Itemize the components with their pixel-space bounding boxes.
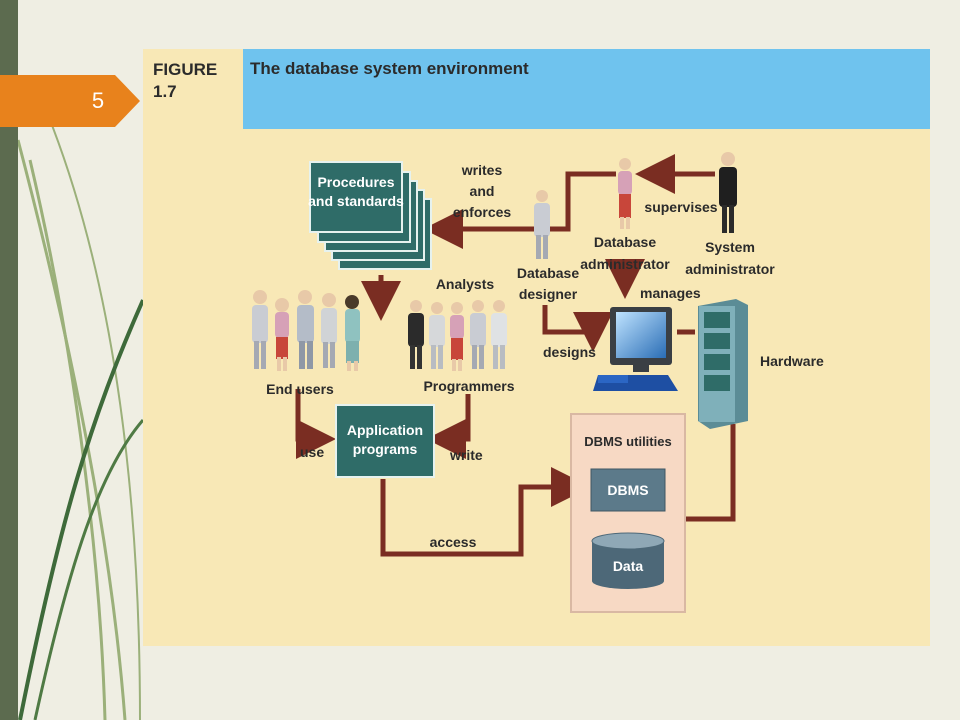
figure-title: The database system environment xyxy=(250,59,529,78)
dba-label-line2: administrator xyxy=(580,256,670,272)
edge-label-use: use xyxy=(300,444,324,460)
procedures-label-line2: and standards xyxy=(308,193,404,209)
edge-label-manages: manages xyxy=(640,285,701,301)
figure-label-line1: FIGURE xyxy=(153,60,217,79)
analysts-programmers-group xyxy=(408,300,507,371)
application-label-line2: programs xyxy=(353,441,418,457)
arrow-designs xyxy=(542,305,613,352)
database-environment-figure: FIGURE 1.7 The database system environme… xyxy=(143,49,930,646)
data-label: Data xyxy=(613,558,644,574)
figure-label-box xyxy=(143,49,243,129)
edge-label-writes: writes xyxy=(461,162,503,178)
database-designer-figure xyxy=(534,190,550,259)
edge-label-designs: designs xyxy=(543,344,596,360)
end-users-group xyxy=(252,290,360,371)
link-hardware-dbms xyxy=(685,424,736,522)
arrow-writes-enforces xyxy=(423,171,616,249)
programmers-label: Programmers xyxy=(423,378,514,394)
designer-label-line2: designer xyxy=(519,286,578,302)
sysadmin-label-line1: System xyxy=(705,239,755,255)
arrow-write xyxy=(426,394,471,459)
dbms-utilities-label: DBMS utilities xyxy=(584,434,671,449)
arrow-access xyxy=(380,467,591,557)
edge-label-and: and xyxy=(470,183,495,199)
application-programs-box xyxy=(335,404,435,478)
figure-body xyxy=(143,49,930,646)
slide-number-tab xyxy=(0,75,140,127)
arrow-use xyxy=(295,389,336,459)
dba-label-line1: Database xyxy=(594,234,656,250)
edge-label-supervises: supervises xyxy=(644,199,717,215)
procedures-label-line1: Procedures xyxy=(317,174,394,190)
edge-label-access: access xyxy=(430,534,477,550)
dbms-label: DBMS xyxy=(607,482,648,498)
computer-workstation xyxy=(593,307,678,391)
system-administrator-figure xyxy=(719,152,737,233)
sysadmin-label-line2: administrator xyxy=(685,261,775,277)
hardware-server xyxy=(698,299,748,429)
database-administrator-figure xyxy=(618,158,632,229)
dbms-box xyxy=(590,468,666,512)
data-cylinder xyxy=(591,532,665,589)
hardware-label: Hardware xyxy=(760,353,824,369)
edge-label-enforces: enforces xyxy=(453,204,512,220)
procedures-box xyxy=(309,161,403,233)
application-label-line1: Application xyxy=(347,422,423,438)
designer-label-line1: Database xyxy=(517,265,579,281)
figure-header xyxy=(143,49,930,129)
procedures-stack xyxy=(309,161,432,270)
left-accent-bar xyxy=(0,0,18,720)
edge-label-write: write xyxy=(449,447,483,463)
analysts-label: Analysts xyxy=(436,276,495,292)
figure-label-line2: 1.7 xyxy=(153,82,177,101)
slide-number: 5 xyxy=(91,88,105,113)
end-users-label: End users xyxy=(266,381,334,397)
